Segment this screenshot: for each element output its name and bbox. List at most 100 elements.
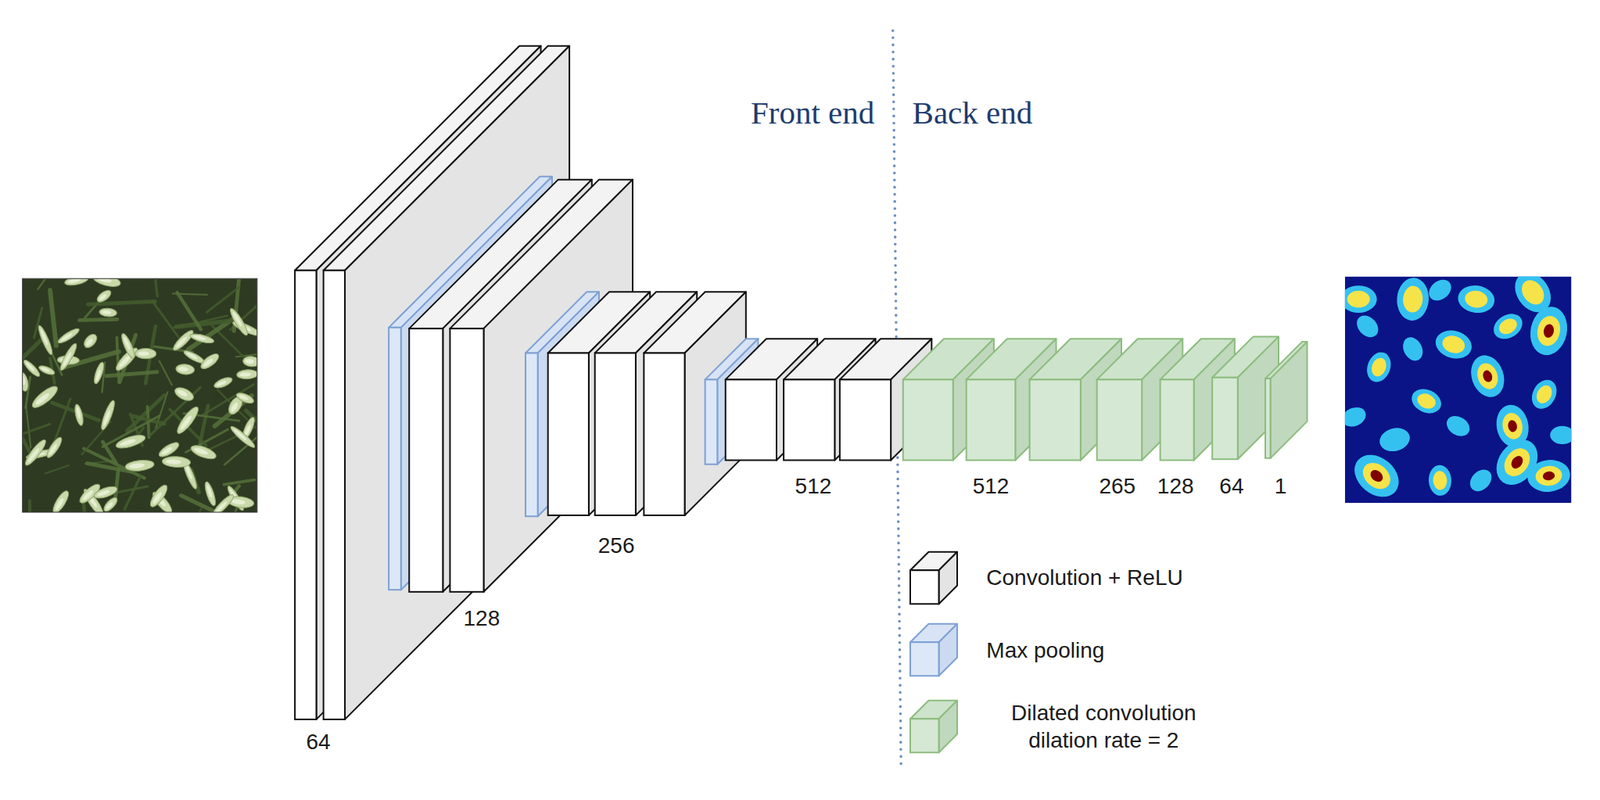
conv-layer-front — [548, 352, 589, 515]
conv-layer-front — [725, 379, 777, 460]
wheat-ear-light — [34, 391, 51, 407]
wheat-ear-body — [37, 363, 56, 377]
channel-count: 64 — [306, 729, 331, 755]
density-low — [1549, 426, 1572, 445]
density-low — [1345, 403, 1370, 431]
section-heading: Back end — [912, 94, 1034, 132]
wheat-ear-light — [229, 401, 240, 413]
wheat-ear-light — [39, 328, 49, 346]
conv-layer-side — [344, 46, 570, 720]
wheat-ear — [161, 455, 191, 468]
wheat-ear-body — [29, 383, 61, 412]
density-low — [1465, 351, 1510, 402]
dilated-conv-layer — [1265, 341, 1307, 459]
wheat-ear-body — [172, 384, 196, 403]
wheat-ear-body — [212, 375, 234, 391]
image-ground — [22, 278, 258, 513]
wheat-ear — [22, 371, 30, 392]
density-mid — [1357, 457, 1396, 495]
leaf — [102, 416, 160, 447]
wheat-ear — [189, 442, 218, 462]
density-low — [1527, 375, 1562, 413]
density-low — [1427, 464, 1453, 497]
wheat-ear-light — [53, 497, 65, 512]
wheat-ear — [57, 341, 79, 372]
wheat-ear-body — [174, 404, 202, 437]
density-mid — [1432, 470, 1448, 491]
dilated-conv-layer-front — [1097, 379, 1142, 460]
wheat-ear-light — [202, 357, 215, 368]
dilated-conv-layer-front — [1029, 379, 1081, 460]
legend-swatch — [907, 621, 960, 679]
density-mid — [1369, 355, 1389, 379]
wheat-ear — [147, 482, 171, 510]
wheat-ear-light — [192, 334, 207, 341]
density-high — [1367, 467, 1385, 485]
wheat-ear-light — [151, 491, 164, 506]
density-mid — [1414, 391, 1438, 412]
density-mid — [1499, 443, 1536, 481]
density-low — [1525, 457, 1572, 495]
wheat-ear — [189, 332, 216, 345]
pool-layer-front — [910, 642, 940, 676]
pool-layer-side — [939, 624, 958, 677]
density-mid — [1495, 315, 1520, 338]
conv-layer-front — [323, 270, 345, 720]
pool-layer-front — [525, 352, 539, 517]
density-low — [1395, 276, 1431, 322]
wheat-ear — [92, 361, 106, 385]
leaf — [37, 278, 66, 290]
dilated-conv-layer-front — [903, 379, 954, 460]
density-mid — [1533, 382, 1555, 406]
density-high — [1542, 322, 1555, 339]
wheat-ear — [172, 384, 196, 403]
leaf — [224, 437, 258, 465]
wheat-ear — [236, 369, 257, 380]
wheat-ear-body — [22, 437, 49, 468]
density-high — [1506, 419, 1518, 433]
wheat-ear-body — [227, 306, 250, 338]
density-mid — [1402, 285, 1424, 314]
wheat-ear-light — [160, 445, 173, 456]
wheat-ear — [22, 358, 43, 379]
leaf — [29, 500, 31, 513]
label-anchor: 128 — [463, 606, 501, 632]
leaf — [22, 336, 46, 381]
channel-count: 512 — [972, 473, 1010, 499]
wheat-ear — [119, 332, 137, 360]
legend-label: Convolution + ReLU — [986, 563, 1183, 592]
wheat-ear-light — [61, 351, 73, 368]
wheat-ear-light — [67, 278, 82, 284]
wheat-ear — [212, 375, 234, 391]
dilated-conv-layer-front — [966, 379, 1016, 460]
channel-count: 1 — [1274, 473, 1288, 499]
conv-layer-front — [783, 379, 835, 460]
channel-count: 256 — [598, 533, 635, 559]
wheat-ear-light — [129, 462, 146, 470]
wheat-ear — [44, 435, 65, 460]
dilated-conv-layer-front — [1212, 377, 1238, 460]
wheat-ear-light — [193, 446, 209, 456]
leaf — [151, 278, 158, 297]
leaf — [223, 480, 255, 485]
wheat-ear-light — [178, 366, 189, 373]
density-low — [1424, 276, 1456, 305]
legend-label: Max pooling — [986, 636, 1105, 664]
wheat-ear — [171, 327, 196, 352]
wheat-ear-light — [233, 427, 248, 442]
label-anchor: 265 — [1098, 473, 1136, 499]
density-low — [1442, 412, 1474, 441]
wheat-ear-light — [237, 393, 249, 401]
wheat-ear-body — [161, 455, 191, 468]
wheat-ear-body — [189, 332, 216, 345]
label-anchor: Back end — [912, 94, 1034, 132]
wheat-ear-light — [94, 369, 102, 382]
dilated-conv-layer-side — [939, 700, 958, 754]
wheat-ear-body — [228, 423, 257, 450]
leaf — [124, 476, 140, 510]
leaf — [79, 317, 118, 323]
wheat-ear — [203, 480, 219, 507]
density-low — [1525, 303, 1572, 359]
channel-count: 512 — [795, 473, 833, 499]
